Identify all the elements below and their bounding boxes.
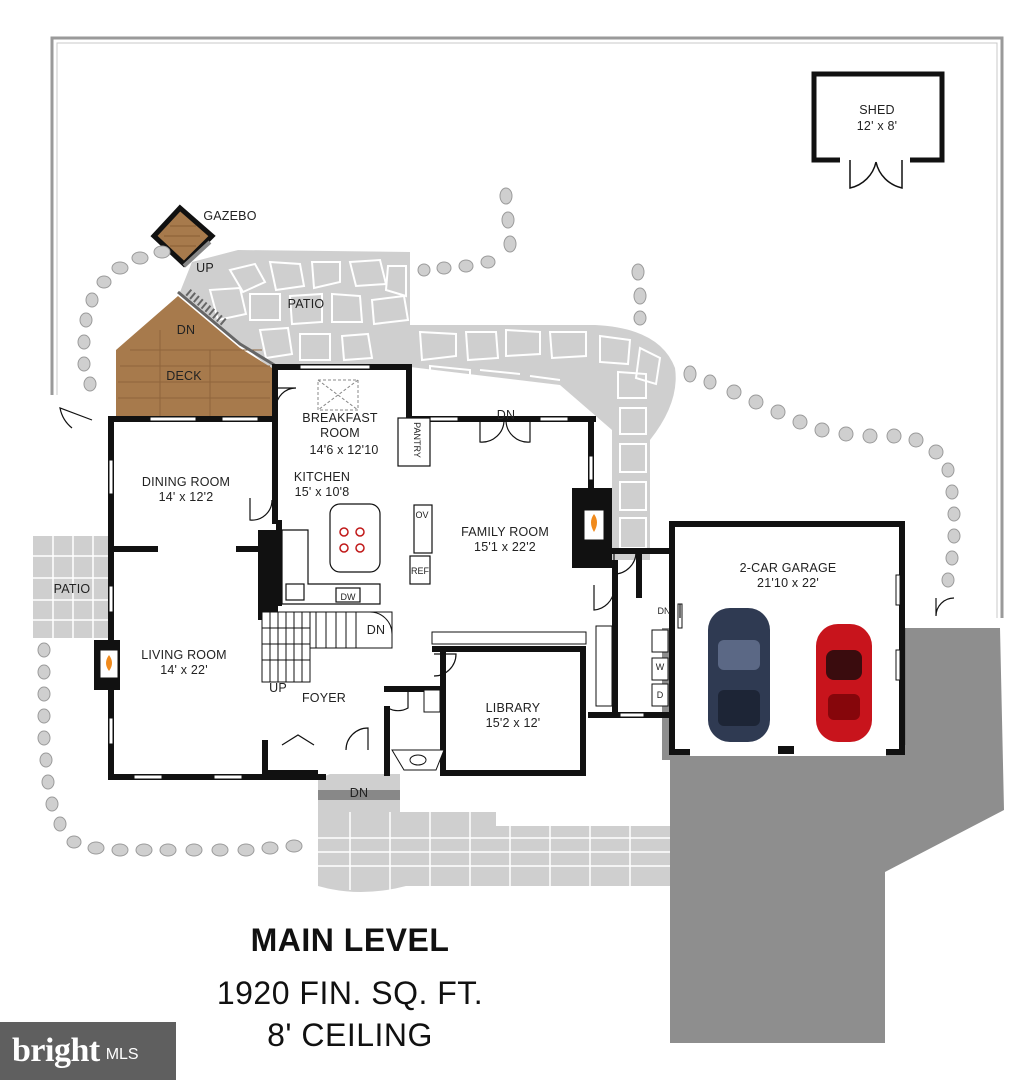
side-patio-pavers [33,536,113,638]
foyer-bench [431,631,587,645]
plan-area: 1920 FIN. SQ. FT. [216,975,484,1011]
dining-dims: 14' x 12'2 [159,490,214,504]
living-dims: 14' x 22' [160,663,208,677]
property-line-inner [56,42,998,618]
oven-label: OV [415,510,428,520]
dishwasher-label: DW [341,592,356,602]
gazebo-up-label: UP [196,261,214,275]
logo-text: bright [12,1032,100,1069]
garage-door-post [778,746,794,754]
fireplace-family [583,509,605,541]
deck [116,296,272,418]
bright-mls-logo: bright MLS [0,1022,176,1080]
front-walkway-pavers [318,812,670,890]
shed [811,71,945,163]
cooktop-burners [339,527,365,553]
shed-door-gap [840,156,910,164]
front-step [318,790,400,800]
gazebo-boards [164,225,200,247]
kitchen-counters [281,417,433,605]
family-dims: 15'1 x 22'2 [474,540,536,554]
plan-ceiling: 8' CEILING [267,1017,433,1053]
back-patio-stones [208,258,662,549]
deck-steps [185,288,229,328]
garage-label: 2-CAR GARAGE [740,561,837,575]
garage-dims: 21'10 x 22' [757,576,819,590]
family-dn-label: DN [497,408,515,422]
deck-boards [118,330,270,418]
deck-dn-label: DN [177,323,195,337]
powder-room [391,689,445,771]
car-blue [708,608,770,742]
logo-suffix: MLS [105,1046,139,1063]
kitchen-label: KITCHEN [294,470,350,484]
washer-label: W [656,662,665,672]
plan-title: MAIN LEVEL [250,922,450,958]
ref-label: REF [411,566,430,576]
library-dims: 15'2 x 12' [486,716,541,730]
living-label: LIVING ROOM [141,648,227,662]
stairs-dn-label: DN [367,623,385,637]
shed-label: SHED [859,103,895,117]
dining-label: DINING ROOM [142,475,230,489]
library-label: LIBRARY [486,701,541,715]
skylight [317,379,359,411]
shed-dims: 12' x 8' [857,119,897,133]
front-dn-label: DN [350,786,368,800]
front-walkway [318,778,670,892]
dryer-label: D [657,690,664,700]
stairs [261,611,393,683]
back-patio [180,250,676,560]
door-swings [59,387,955,751]
stepping-stones [37,187,961,857]
laundry [595,625,669,707]
garage-dn-label: DN [658,606,671,616]
patio-side-label: PATIO [54,582,91,596]
stairs-up-label: UP [269,681,287,695]
shed-doors [849,160,903,189]
breakfast-label-1: BREAKFAST [302,411,378,425]
breakfast-dims: 14'6 x 12'10 [309,443,378,457]
kitchen-dims: 15' x 10'8 [295,485,350,499]
car-red [816,624,872,742]
pantry-label: PANTRY [412,422,422,458]
property-line [50,36,1004,618]
deck-rail [177,290,277,368]
patio-back-label: PATIO [288,297,325,311]
breakfast-label-2: ROOM [320,426,360,440]
family-label: FAMILY ROOM [461,525,549,539]
gazebo-label: GAZEBO [203,209,256,223]
fireplace-living [99,649,119,679]
deck-label: DECK [166,369,202,383]
foyer-label: FOYER [302,691,346,705]
gazebo-steps [182,240,212,268]
